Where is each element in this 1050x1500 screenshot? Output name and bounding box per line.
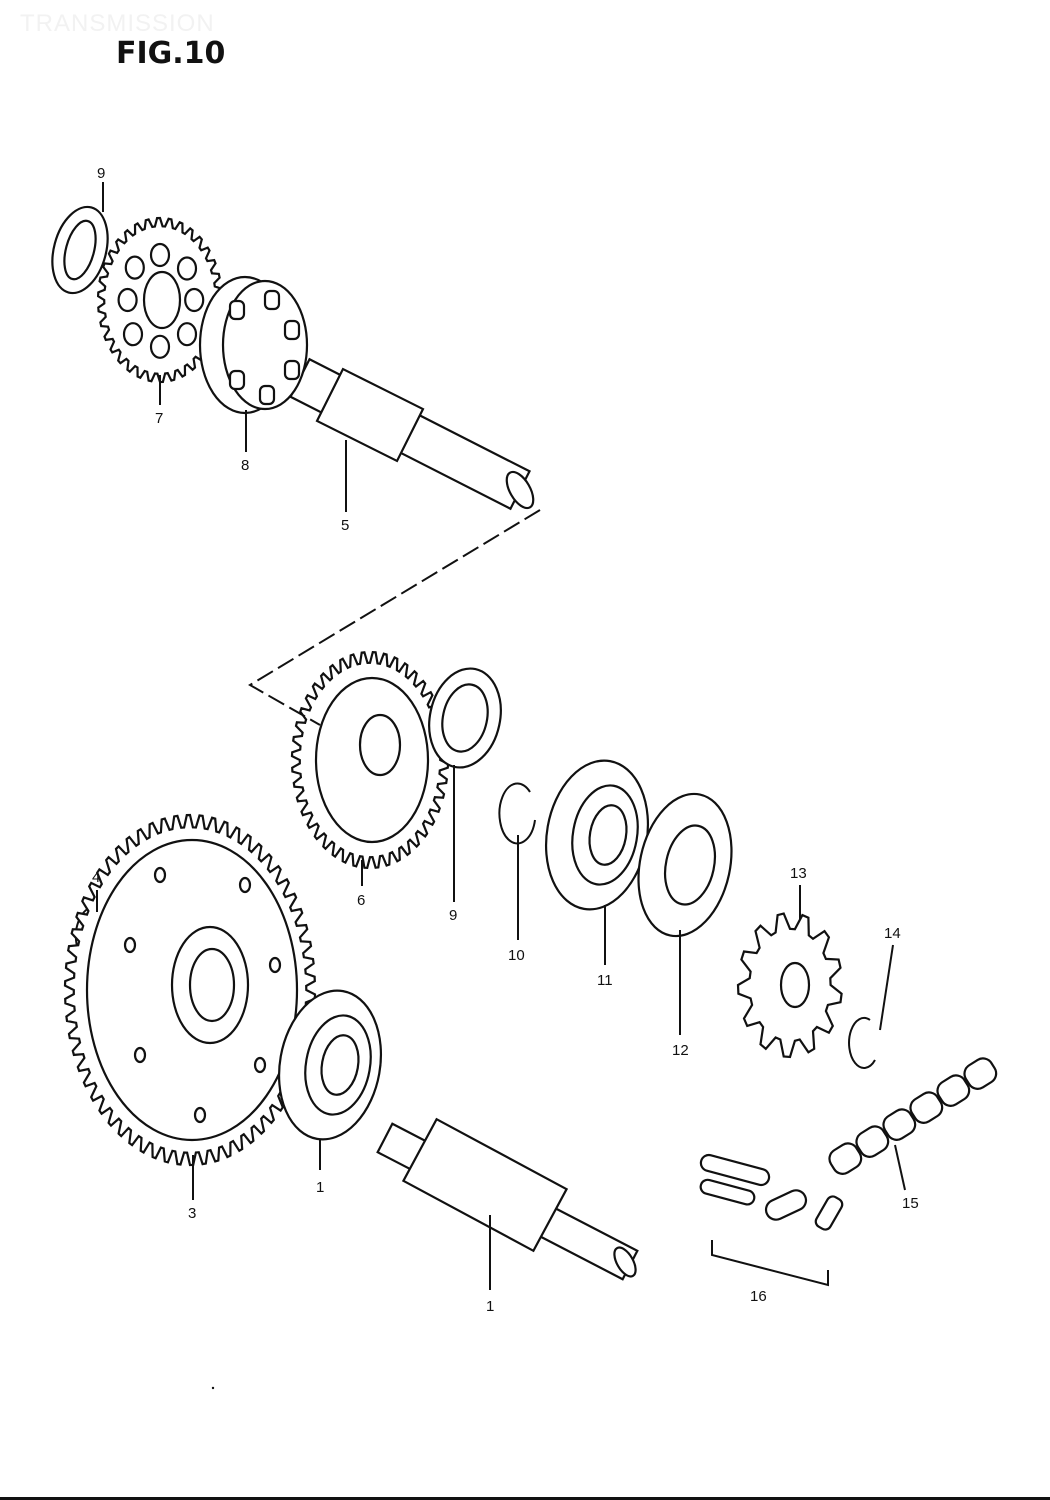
- page-border: [0, 1497, 1050, 1500]
- joint-16-side-plate: [764, 1189, 808, 1221]
- circlip-10: [498, 782, 536, 845]
- callout-15: 15: [902, 1195, 919, 1212]
- callout-5: 5: [341, 517, 349, 534]
- countershaft-5-splines: [315, 367, 425, 463]
- gear-3-rivet: [193, 1106, 207, 1124]
- gear-7-bore: [142, 270, 182, 330]
- drive-chain-15-link: [963, 1057, 998, 1090]
- callout-11: 11: [597, 972, 613, 989]
- sprocket-13-bore: [779, 961, 811, 1009]
- gear-7-lightening-hole: [149, 242, 171, 268]
- gear-3-splined-bore: [188, 947, 236, 1023]
- dog-hub-8-pin: [228, 369, 246, 391]
- gear-7-lightening-hole: [117, 287, 138, 313]
- callout-7: 7: [155, 410, 163, 427]
- gear-6-bore: [358, 713, 402, 777]
- gear-7-lightening-hole: [122, 322, 144, 347]
- oil-seal-12-lip: [663, 824, 717, 906]
- drive-chain-15-link: [936, 1074, 971, 1107]
- dog-hub-8-pin: [263, 289, 281, 311]
- leader-lines: [96, 182, 906, 1290]
- callout-9: 9: [449, 907, 457, 924]
- gear-7-lightening-hole: [176, 322, 198, 347]
- joint-group-bracket: [711, 1240, 829, 1287]
- callout-9-top: 9: [97, 165, 105, 182]
- callout-6: 6: [357, 892, 365, 909]
- callout-14: 14: [884, 925, 901, 942]
- callout-16: 16: [750, 1288, 767, 1305]
- speck: [211, 1386, 215, 1390]
- joint-16-clip: [814, 1195, 844, 1231]
- callout-3: 3: [188, 1205, 196, 1222]
- drive-chain-15-link: [855, 1125, 890, 1158]
- gear-7-lightening-hole: [184, 287, 205, 313]
- drive-chain-15-link: [828, 1142, 863, 1175]
- gear-7-lightening-hole: [176, 256, 198, 281]
- section-title: TRANSMISSION: [20, 10, 215, 37]
- thrust-washer-9-top-hole: [63, 219, 97, 281]
- figure-label: FIG.10: [116, 36, 226, 71]
- main-shaft-1-gear-cluster: [401, 1117, 569, 1253]
- gear-3-rivet: [133, 1046, 147, 1064]
- callout-13: 13: [790, 865, 807, 882]
- gear-7-lightening-hole: [149, 334, 171, 359]
- dog-hub-8-pin: [258, 384, 276, 406]
- thrust-washer-9-hole: [441, 683, 489, 753]
- gear-7-lightening-hole: [124, 255, 145, 280]
- gear-3-rivet: [253, 1056, 267, 1074]
- drive-chain-15-link: [909, 1091, 944, 1124]
- callout-10: 10: [508, 947, 525, 964]
- callout-8: 8: [241, 457, 249, 474]
- joint-16-pin-plate: [699, 1153, 771, 1187]
- main-shaft-1-end: [613, 1246, 637, 1278]
- assembly-connector-line: [248, 509, 541, 726]
- joint-16-pin: [699, 1178, 756, 1206]
- bearing-11-bore: [588, 804, 628, 866]
- circlip-14: [848, 1017, 876, 1069]
- callout-12: 12: [672, 1042, 689, 1059]
- countershaft-5-end: [505, 470, 535, 510]
- gear-3-rivet: [268, 956, 282, 974]
- gear-3-rivet: [123, 936, 137, 954]
- callout-4: 4: [92, 869, 100, 886]
- dog-hub-8-pin: [283, 319, 301, 341]
- gear-3-rivet: [238, 876, 252, 894]
- gear-3-rivet: [153, 866, 167, 884]
- drive-chain-15-link: [882, 1108, 917, 1141]
- dog-hub-8-pin: [228, 299, 246, 321]
- callout-1-bearing: 1: [316, 1179, 324, 1196]
- callout-1-shaft: 1: [486, 1298, 494, 1315]
- dog-hub-8-pin: [283, 359, 301, 381]
- bearing-1-bore: [320, 1034, 360, 1096]
